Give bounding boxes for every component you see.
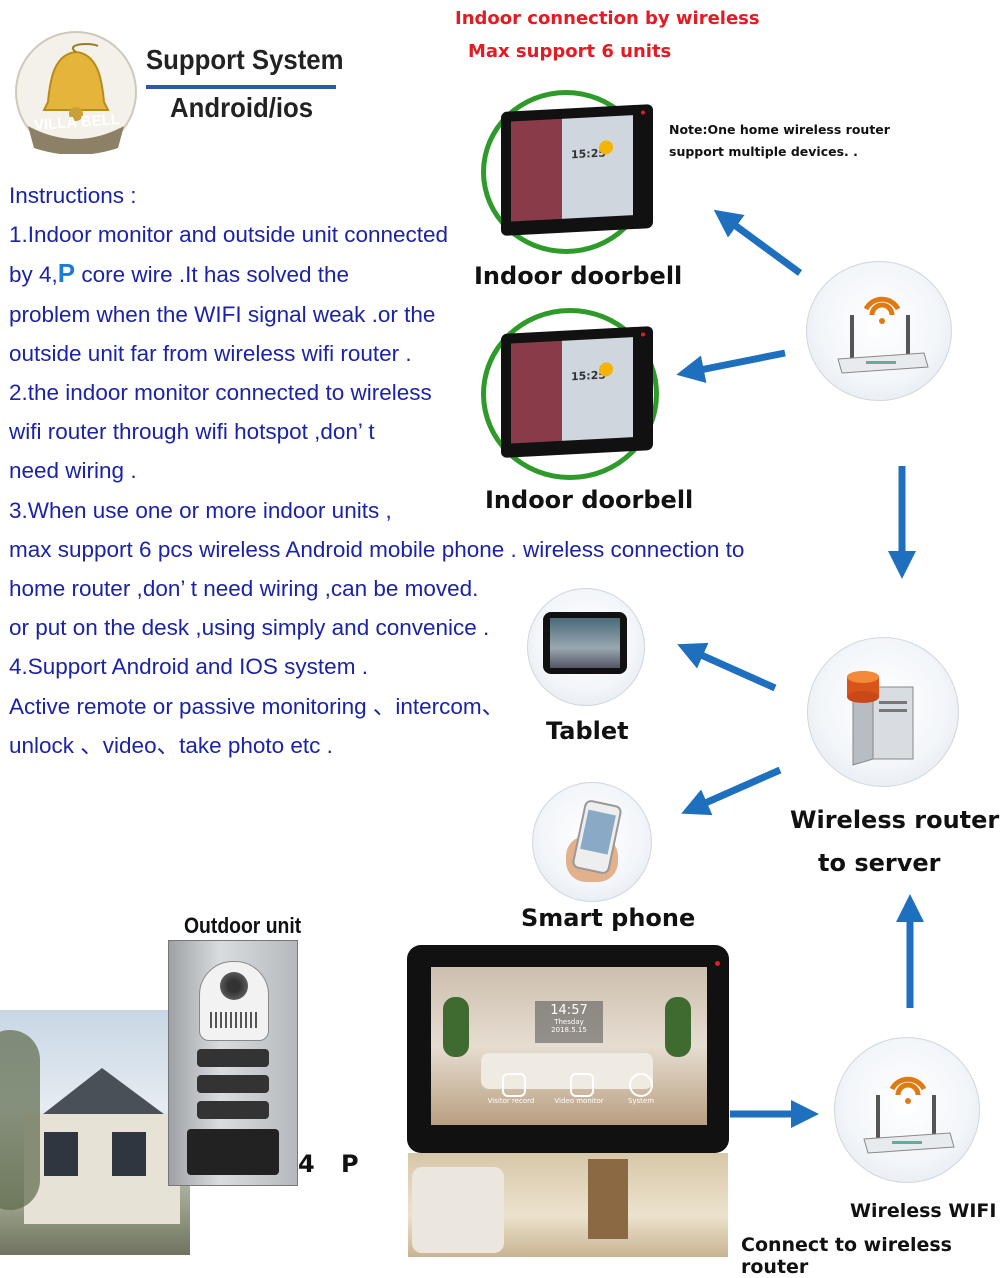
plant-left xyxy=(443,997,469,1057)
wire-count-p: P xyxy=(341,1150,359,1178)
plant-right xyxy=(665,997,691,1057)
wifi-router-circle-bottom xyxy=(834,1037,980,1183)
clock-time: 14:57 xyxy=(550,1003,588,1018)
wifi-router-icon xyxy=(863,1076,955,1154)
button-row xyxy=(197,1101,269,1119)
camera-housing xyxy=(199,961,269,1041)
house-photo xyxy=(0,1010,190,1255)
android-ios-title: Android/ios xyxy=(170,92,314,123)
button-row xyxy=(197,1049,269,1067)
picture-icon xyxy=(502,1073,526,1097)
outdoor-unit-panel xyxy=(168,940,298,1186)
instruction-line: unlock 、video、take photo etc . xyxy=(9,732,333,758)
instruction-line: home router ,don’ t need wiring ,can be … xyxy=(9,576,479,602)
arrow-to-indoor-1 xyxy=(713,209,803,276)
indoor-doorbell-1: 15:25 xyxy=(481,90,661,260)
router-server-label-1: Wireless router xyxy=(790,806,1000,834)
instruction-line-3-pre: by 4, xyxy=(9,262,58,288)
indoor-doorbell-2: 15:25 xyxy=(481,308,661,480)
rfid-reader xyxy=(187,1129,279,1175)
person-icon xyxy=(570,1073,594,1097)
smartphone-circle xyxy=(532,782,652,902)
arrow-to-phone xyxy=(681,766,782,816)
button-row xyxy=(197,1075,269,1093)
room-doorway xyxy=(588,1159,628,1239)
living-room-photo xyxy=(408,1153,728,1257)
clock-day: Thesday xyxy=(554,1018,584,1026)
clock-date: 2018.5.15 xyxy=(551,1026,587,1034)
house-window xyxy=(112,1132,146,1176)
visitor-record-label: Visitor record xyxy=(487,1097,535,1105)
indoor-doorbell-label-2: Indoor doorbell xyxy=(485,486,694,514)
server-circle xyxy=(807,637,959,787)
call-buttons xyxy=(197,1049,269,1129)
video-monitor-label: Video monitor xyxy=(554,1097,604,1105)
camera-lens xyxy=(220,972,248,1000)
note-line-1: Note:One home wireless router xyxy=(669,122,890,137)
instruction-line: 2.the indoor monitor connected to wirele… xyxy=(9,380,432,406)
instruction-line: or put on the desk ,using simply and con… xyxy=(9,615,490,641)
wifi-label-2: Connect to wireless router xyxy=(741,1234,952,1278)
speaker-grille xyxy=(210,1012,258,1028)
wifi-label-1: Wireless WIFI xyxy=(850,1200,997,1222)
system-button[interactable]: System xyxy=(621,1073,661,1117)
gear-icon xyxy=(629,1073,653,1097)
video-monitor-button[interactable]: Video monitor xyxy=(554,1073,605,1117)
wire-count-4: 4 xyxy=(298,1150,315,1178)
system-label: System xyxy=(627,1097,655,1105)
instruction-line-3-p: P xyxy=(57,258,76,289)
villa-bell-logo: VILLA BELL xyxy=(14,30,138,155)
instruction-line: wifi router through wifi hotspot ,don’ t xyxy=(9,419,375,445)
note-line-2: support multiple devices. . xyxy=(669,144,858,159)
instruction-line: 1.Indoor monitor and outside unit connec… xyxy=(9,222,449,248)
wireless-caption-1: Indoor connection by wireless xyxy=(455,8,760,29)
router-note: Note:One home wireless router support mu… xyxy=(669,119,890,163)
room-sofa xyxy=(412,1167,504,1253)
wireless-caption-2: Max support 6 units xyxy=(468,41,672,62)
instruction-line: max support 6 pcs wireless Android mobil… xyxy=(9,536,745,562)
instruction-line: need wiring . xyxy=(9,458,137,484)
support-system-title: Support System xyxy=(146,44,344,75)
instruction-line: Active remote or passive monitoring 、int… xyxy=(9,693,505,719)
house-roof xyxy=(38,1068,170,1118)
wifi-router-circle-top xyxy=(806,261,952,401)
tablet-icon xyxy=(543,612,627,674)
clock-panel: 14:57 Thesday 2018.5.15 xyxy=(535,1001,603,1043)
instructions-block: Instructions : 1.Indoor monitor and outs… xyxy=(9,176,839,765)
tablet-circle xyxy=(527,588,645,706)
indoor-doorbell-label-1: Indoor doorbell xyxy=(474,262,683,290)
instruction-line: outside unit far from wireless wifi rout… xyxy=(9,340,412,366)
power-led xyxy=(715,961,720,966)
title-divider xyxy=(146,85,336,89)
instruction-line: Instructions : xyxy=(9,183,137,208)
visitor-record-button[interactable]: Visitor record xyxy=(488,1073,537,1117)
big-monitor-screen: 14:57 Thesday 2018.5.15 Visitor record V… xyxy=(431,967,707,1125)
tablet-label: Tablet xyxy=(546,717,629,745)
server-icon xyxy=(847,671,914,766)
big-monitor: 14:57 Thesday 2018.5.15 Visitor record V… xyxy=(407,945,729,1153)
instruction-line: 4.Support Android and IOS system . xyxy=(9,654,368,680)
wifi-router-icon xyxy=(837,296,929,374)
instruction-line: 3.When use one or more indoor units , xyxy=(9,497,392,523)
instruction-line-3-post: core wire .It has solved the xyxy=(75,262,350,288)
router-server-label-2: to server xyxy=(818,849,941,877)
sofa xyxy=(481,1053,653,1089)
house-window xyxy=(44,1132,78,1176)
outdoor-unit-label: Outdoor unit xyxy=(184,913,302,938)
arrow-to-tablet xyxy=(677,642,777,692)
tree xyxy=(0,1030,40,1210)
smartphone-label: Smart phone xyxy=(521,904,696,932)
instruction-line: problem when the WIFI signal weak .or th… xyxy=(9,301,436,327)
tablet-screen xyxy=(550,618,620,668)
instruction-line: by 4,P core wire .It has solved the xyxy=(9,254,839,294)
arrow-to-indoor-2 xyxy=(676,349,786,383)
